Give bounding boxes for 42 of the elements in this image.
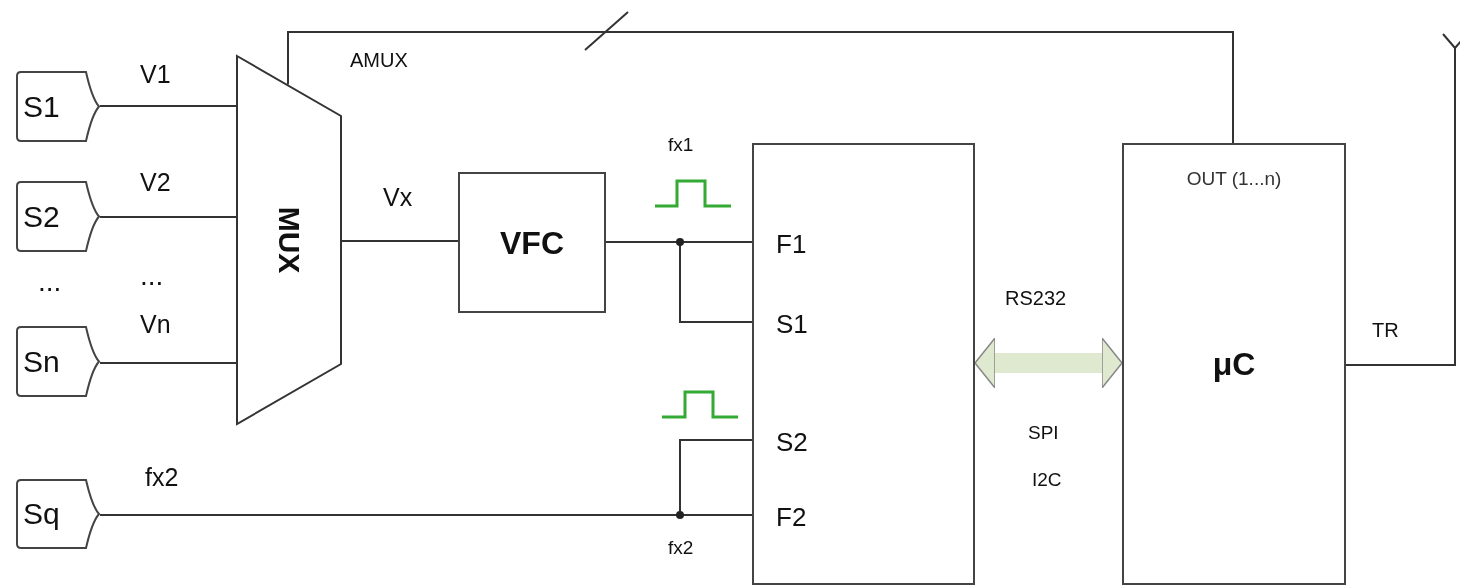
connector (287, 31, 1234, 144)
connector (1345, 33, 1460, 366)
node-label: Sn (23, 346, 60, 377)
edge-label: RS232 (1005, 288, 1067, 308)
edge-label: AMUX (350, 50, 408, 70)
pin-label: F2 (754, 497, 824, 537)
pin-label: OUT (1...n) (1186, 169, 1282, 188)
edge-label: fx2 (145, 465, 179, 490)
circuit-block (752, 143, 975, 585)
annotation-label: ... (140, 262, 164, 290)
edge-label: V2 (140, 170, 171, 195)
connector (605, 241, 753, 323)
node-label: Sq (23, 499, 60, 529)
edge-label: Vx (383, 185, 413, 210)
annotation-label: I2C (1032, 470, 1062, 489)
node-label: MUX (274, 206, 304, 274)
sensor-block (15, 70, 100, 143)
circuit-block (458, 172, 606, 313)
node-label: S1 (23, 91, 60, 122)
sensor-block (15, 180, 100, 253)
edge-label: V1 (140, 62, 171, 87)
connector (99, 216, 237, 218)
node-label: μC (1212, 348, 1256, 380)
multiplexer-block (236, 55, 342, 425)
node-label: VFC (500, 226, 564, 259)
pin-label: S2 (754, 422, 824, 462)
connector (99, 362, 237, 364)
sensor-block (15, 478, 100, 550)
double-arrow (974, 337, 1123, 389)
annotation-label: SPI (1028, 423, 1059, 442)
connector (99, 105, 237, 107)
edge-label: TR (1372, 320, 1399, 340)
pin-label: S1 (754, 304, 824, 344)
annotation-label: fx2 (668, 538, 694, 557)
edge-label: Vn (140, 312, 171, 337)
annotation-label: fx1 (668, 135, 694, 154)
circuit-block (1122, 143, 1346, 585)
pin-label: F1 (754, 224, 824, 264)
node-label: S2 (23, 201, 60, 232)
connector (341, 240, 459, 242)
sensor-block (15, 325, 100, 398)
annotation-label: ... (38, 268, 62, 296)
